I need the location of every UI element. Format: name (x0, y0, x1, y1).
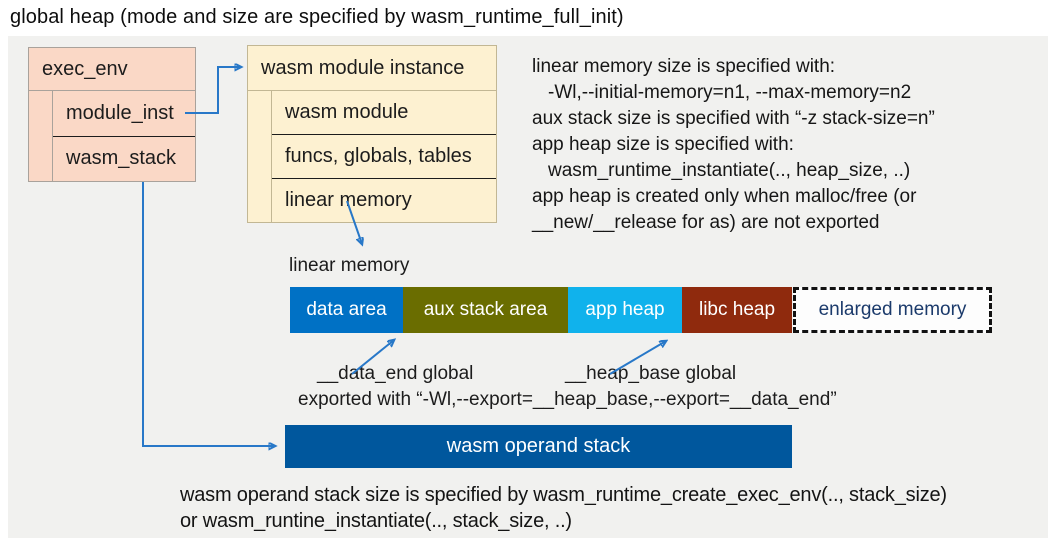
segment-app-heap: app heap (568, 287, 682, 333)
module-instance-row-wasm-module: wasm module (285, 101, 409, 123)
footer-line: wasm operand stack size is specified by … (180, 484, 947, 506)
module-instance-row-funcs-globals-tables: funcs, globals, tables (272, 134, 496, 178)
exec-env-row-wasm-stack: wasm_stack (53, 135, 195, 182)
wasm-operand-stack-label: wasm operand stack (446, 435, 631, 457)
segment-enlarged-memory: enlarged memory (793, 287, 992, 333)
exported-with-label: exported with “-Wl,--export=__heap_base,… (298, 389, 837, 410)
notes-block: linear memory size is specified with: -W… (532, 54, 1037, 236)
module-instance-body: wasm module funcs, globals, tables linea… (248, 90, 496, 222)
module-instance-row-linear-memory: linear memory (272, 178, 496, 222)
heap-base-global-label: __heap_base global (565, 363, 737, 384)
segment-aux-stack-area: aux stack area (403, 287, 568, 333)
diagram-canvas: exec_env module_inst wasm_stack wasm mod… (8, 36, 1048, 538)
exec-env-box: exec_env module_inst wasm_stack (28, 47, 196, 182)
module-instance-header: wasm module instance (261, 56, 465, 79)
note-line: wasm_runtime_instantiate(.., heap_size, … (548, 160, 911, 181)
module-instance-box: wasm module instance wasm module funcs, … (247, 45, 497, 223)
segment-libc-heap: libc heap (682, 287, 792, 333)
linear-memory-bar: data area aux stack area app heap libc h… (290, 287, 992, 333)
exec-env-header: exec_env (42, 57, 128, 80)
segment-data-area: data area (290, 287, 403, 333)
note-line: linear memory size is specified with: (532, 56, 836, 77)
exec-env-indent-strip (29, 91, 53, 181)
exec-env-body: module_inst wasm_stack (29, 90, 195, 181)
diagram-title: global heap (mode and size are specified… (10, 6, 624, 28)
linear-memory-label: linear memory (289, 255, 410, 276)
note-line: aux stack size is specified with “-z sta… (532, 108, 935, 129)
module-instance-indent-strip (248, 91, 272, 222)
data-end-global-label: __data_end global (317, 363, 474, 384)
note-line: app heap is created only when malloc/fre… (532, 186, 917, 207)
footer-line: or wasm_runtine_instantiate(.., stack_si… (180, 510, 572, 532)
footer-caption: wasm operand stack size is specified by … (180, 482, 947, 534)
exec-env-row-module-inst: module_inst (66, 101, 174, 124)
note-line: -Wl,--initial-memory=n1, --max-memory=n2 (548, 82, 912, 103)
note-line: app heap size is specified with: (532, 134, 794, 155)
wasm-operand-stack-bar: wasm operand stack (285, 425, 792, 468)
note-line: __new/__release for as) are not exported (532, 212, 880, 233)
